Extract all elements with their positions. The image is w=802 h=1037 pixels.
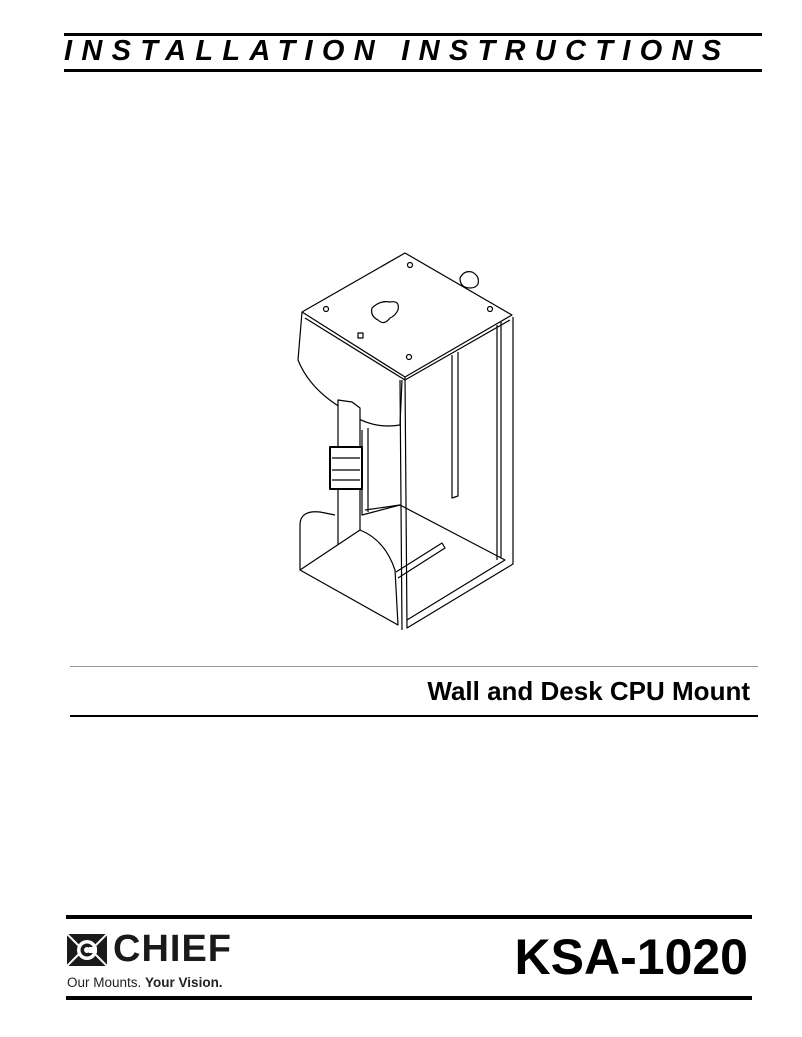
mount-base: [299, 511, 399, 626]
chief-logo: CHIEF Our Mounts. Your Vision.: [67, 928, 247, 994]
chief-logo-icon: [67, 934, 107, 966]
knob-top: [371, 301, 399, 324]
logo-wordmark: CHIEF: [113, 928, 232, 970]
tagline-regular: Our Mounts.: [67, 975, 142, 990]
tagline-bold: Your Vision.: [145, 975, 223, 990]
header-bottom-rule: [64, 69, 762, 72]
knob-side: [459, 271, 479, 289]
title-bottom-rule: [70, 715, 758, 717]
header-title: INSTALLATION INSTRUCTIONS: [64, 35, 731, 67]
model-number: KSA-1020: [514, 929, 748, 985]
footer-top-rule: [66, 915, 752, 919]
cpu-mount-illustration: [297, 252, 514, 631]
strap-buckle: [329, 446, 363, 490]
mount-top-face: [301, 252, 513, 378]
tagline: Our Mounts. Your Vision.: [67, 975, 223, 990]
product-title: Wall and Desk CPU Mount: [427, 676, 750, 706]
header-top-rule: [64, 33, 762, 36]
title-top-rule: [70, 666, 758, 667]
mount-right-panel: [404, 317, 514, 629]
footer-bottom-rule: [66, 996, 752, 1000]
